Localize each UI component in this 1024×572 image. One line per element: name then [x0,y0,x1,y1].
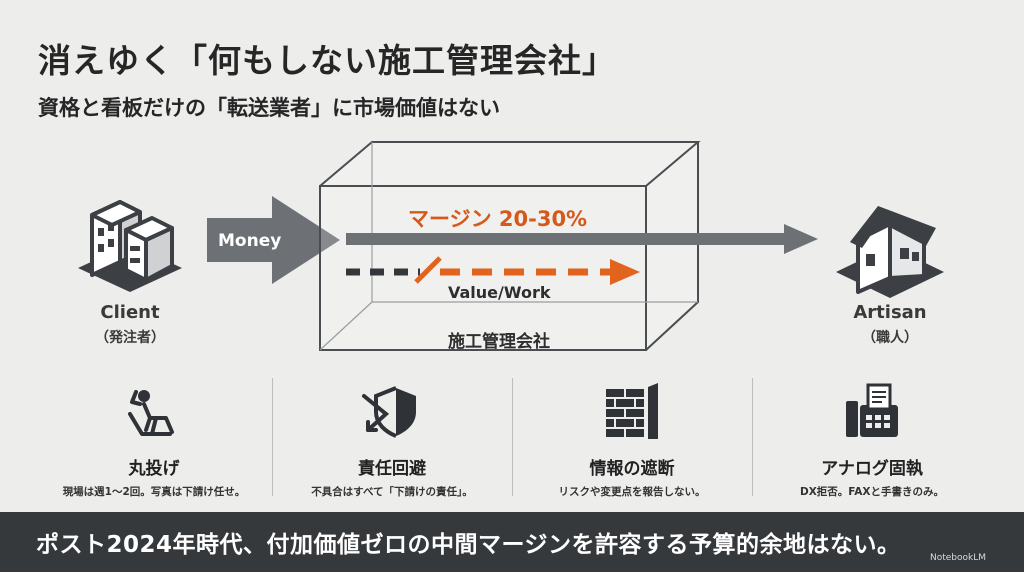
money-flow-arrow [346,224,818,254]
deflect-shield-icon [362,386,416,438]
brick-wall-icon [606,383,658,439]
item-title: 丸投げ [128,459,180,479]
item-desc: DX拒否。FAXと手書きのみ。 [799,486,944,498]
value-work-arrow [346,256,640,285]
page-title: 消えゆく「何もしない施工管理会社」 [38,41,616,80]
item-desc: リスクや変更点を報告しない。 [558,486,706,498]
margin-label: マージン 20-30% [408,207,588,231]
item-desc: 現場は週1〜2回。写真は下請け任せ。 [62,486,246,498]
watermark: NotebookLM [930,553,987,563]
item-marunage: 丸投げ 現場は週1〜2回。写真は下請け任せ。 [36,382,272,499]
artisan-house-icon [836,206,944,298]
item-sekinin-kaihi: 責任回避 不具合はすべて「下請けの責任」。 [274,382,510,499]
footer-bar [0,512,1024,572]
item-desc: 不具合はすべて「下請けの責任」。 [311,486,473,498]
item-joho-shadan: 情報の遮断 リスクや変更点を報告しない。 [514,382,750,499]
client-building-icon [78,200,182,292]
item-title: 情報の遮断 [589,459,675,479]
client-sublabel: （発注者） [95,330,165,346]
value-work-label: Value/Work [448,283,551,302]
intermediary-box-label: 施工管理会社 [448,332,550,352]
item-title: 責任回避 [358,459,426,479]
money-label: Money [218,231,282,251]
footer-message: ポスト2024年時代、付加価値ゼロの中間マージンを許容する予算的余地はない。 [36,532,901,558]
artisan-sublabel: （職人） [862,330,918,346]
page-subtitle: 資格と看板だけの「転送業者」に市場価値はない [38,96,500,120]
item-title: アナログ固執 [821,459,923,479]
intermediary-box [319,141,701,351]
fax-machine-icon [846,383,898,437]
artisan-label: Artisan [853,302,927,323]
client-label: Client [100,302,160,323]
divider [512,378,513,496]
divider [272,378,273,496]
money-arrow [207,196,340,284]
divider [752,378,753,496]
relaxing-person-icon [128,390,174,436]
item-analog-koshitsu: アナログ固執 DX拒否。FAXと手書きのみ。 [754,382,990,499]
